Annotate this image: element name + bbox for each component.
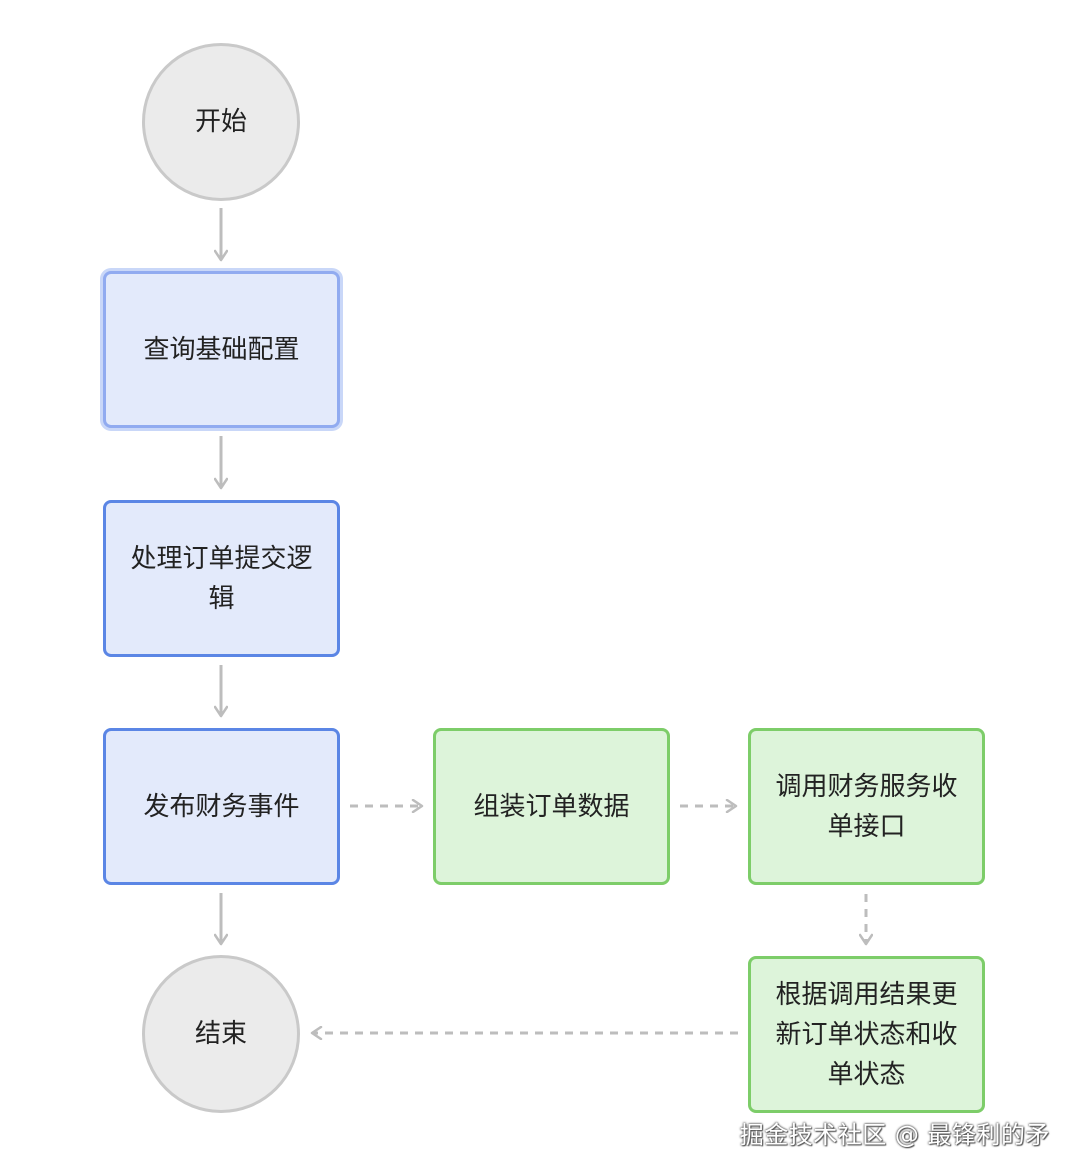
call-finance-node: 调用财务服务收单接口 xyxy=(748,728,985,885)
process-order-node: 处理订单提交逻辑 xyxy=(103,500,340,657)
start-node: 开始 xyxy=(142,43,300,201)
call-finance-label: 调用财务服务收单接口 xyxy=(775,771,958,842)
assemble-data-label: 组装订单数据 xyxy=(473,791,630,822)
query-config-node: 查询基础配置 xyxy=(103,271,340,428)
query-config-label: 查询基础配置 xyxy=(143,334,300,365)
publish-event-node: 发布财务事件 xyxy=(103,728,340,885)
update-status-label: 根据调用结果更新订单状态和收单状态 xyxy=(775,979,958,1090)
assemble-data-node: 组装订单数据 xyxy=(433,728,670,885)
end-node: 结束 xyxy=(142,955,300,1113)
publish-event-label: 发布财务事件 xyxy=(143,791,300,822)
process-order-label: 处理订单提交逻辑 xyxy=(130,543,313,614)
end-node-label: 结束 xyxy=(194,1019,247,1049)
watermark: 掘金技术社区 @ 最锋利的矛 xyxy=(739,1121,1050,1149)
update-status-node: 根据调用结果更新订单状态和收单状态 xyxy=(748,956,985,1113)
start-node-label: 开始 xyxy=(194,107,247,137)
